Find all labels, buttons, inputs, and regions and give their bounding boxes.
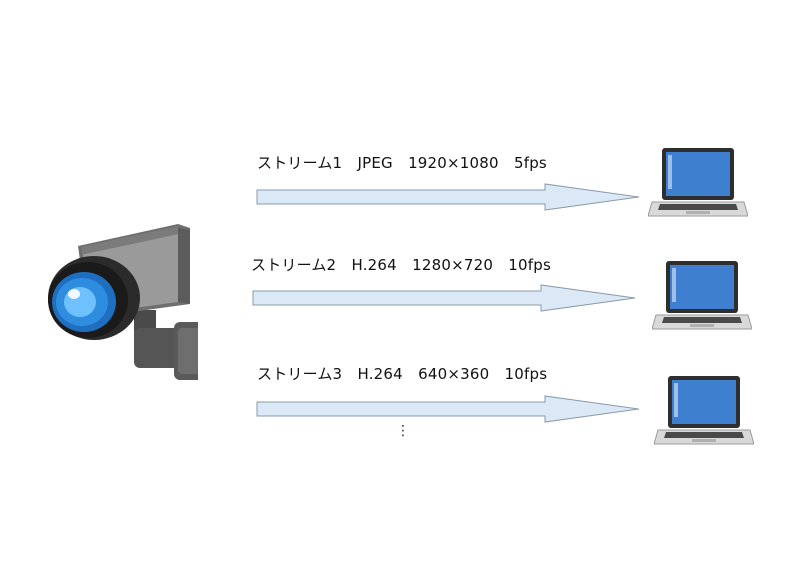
stream-2-arrow: [252, 284, 636, 312]
stream-2-label: ストリーム2 H.264 1280×720 10fps: [251, 256, 551, 274]
stream-1-label: ストリーム1 JPEG 1920×1080 5fps: [257, 154, 547, 172]
security-camera-icon: [38, 218, 208, 387]
laptop-icon: [651, 259, 753, 339]
laptop-icon: [647, 146, 749, 226]
stream-3-label: ストリーム3 H.264 640×360 10fps: [257, 365, 548, 383]
more-streams-ellipsis: ⋮: [396, 423, 410, 439]
stream-1-arrow: [256, 183, 640, 211]
laptop-icon: [653, 374, 755, 454]
stream-3-arrow: [256, 395, 640, 423]
